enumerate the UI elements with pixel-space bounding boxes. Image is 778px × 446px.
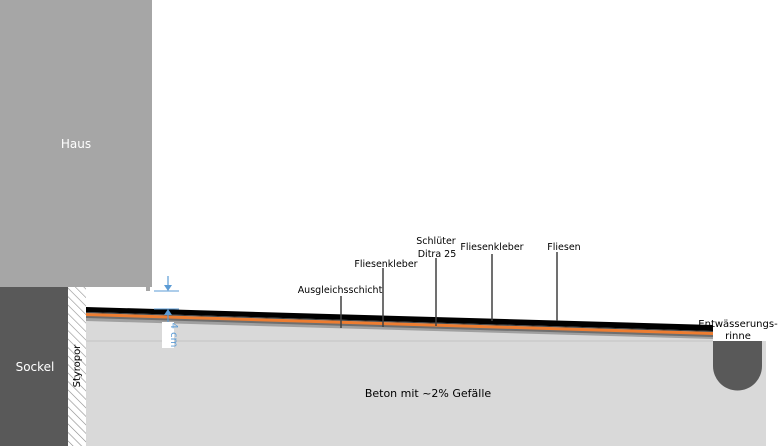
- dimension-label: 4 cm: [168, 323, 179, 348]
- concrete-label: Beton mit ~2% Gefälle: [365, 387, 492, 400]
- house-label: Haus: [61, 137, 91, 151]
- drainage-channel: [713, 341, 762, 391]
- concrete-slab: [86, 318, 766, 446]
- arrow-up-icon: [164, 309, 172, 315]
- insulation-label: Styropor: [72, 344, 83, 388]
- label-ausgleichsschicht: Ausgleichsschicht: [298, 285, 383, 296]
- house-step: [146, 286, 150, 291]
- plinth: [0, 287, 68, 446]
- house-wall: [0, 0, 152, 287]
- dimension-marker: [154, 276, 179, 322]
- arrow-down-icon: [164, 285, 172, 291]
- tile-adhesive-upper: [86, 312, 713, 332]
- label-fliesenkleber-1: Fliesenkleber: [354, 259, 417, 270]
- label-fliesen: Fliesen: [547, 242, 580, 253]
- drainage-channel-gap: [713, 326, 766, 341]
- tiles-layer: [86, 307, 713, 331]
- plinth-label: Sockel: [16, 360, 55, 374]
- drainage-label-line1: Entwässerungs-: [698, 319, 778, 330]
- drainage-label-line2: rinne: [725, 331, 751, 342]
- insulation-styrofoam: [68, 287, 86, 446]
- label-schlueter-line1: Schlüter: [416, 236, 456, 247]
- membrane-ditra: [86, 313, 713, 335]
- label-fliesenkleber-2: Fliesenkleber: [460, 242, 523, 253]
- label-schlueter-line2: Ditra 25: [418, 249, 457, 260]
